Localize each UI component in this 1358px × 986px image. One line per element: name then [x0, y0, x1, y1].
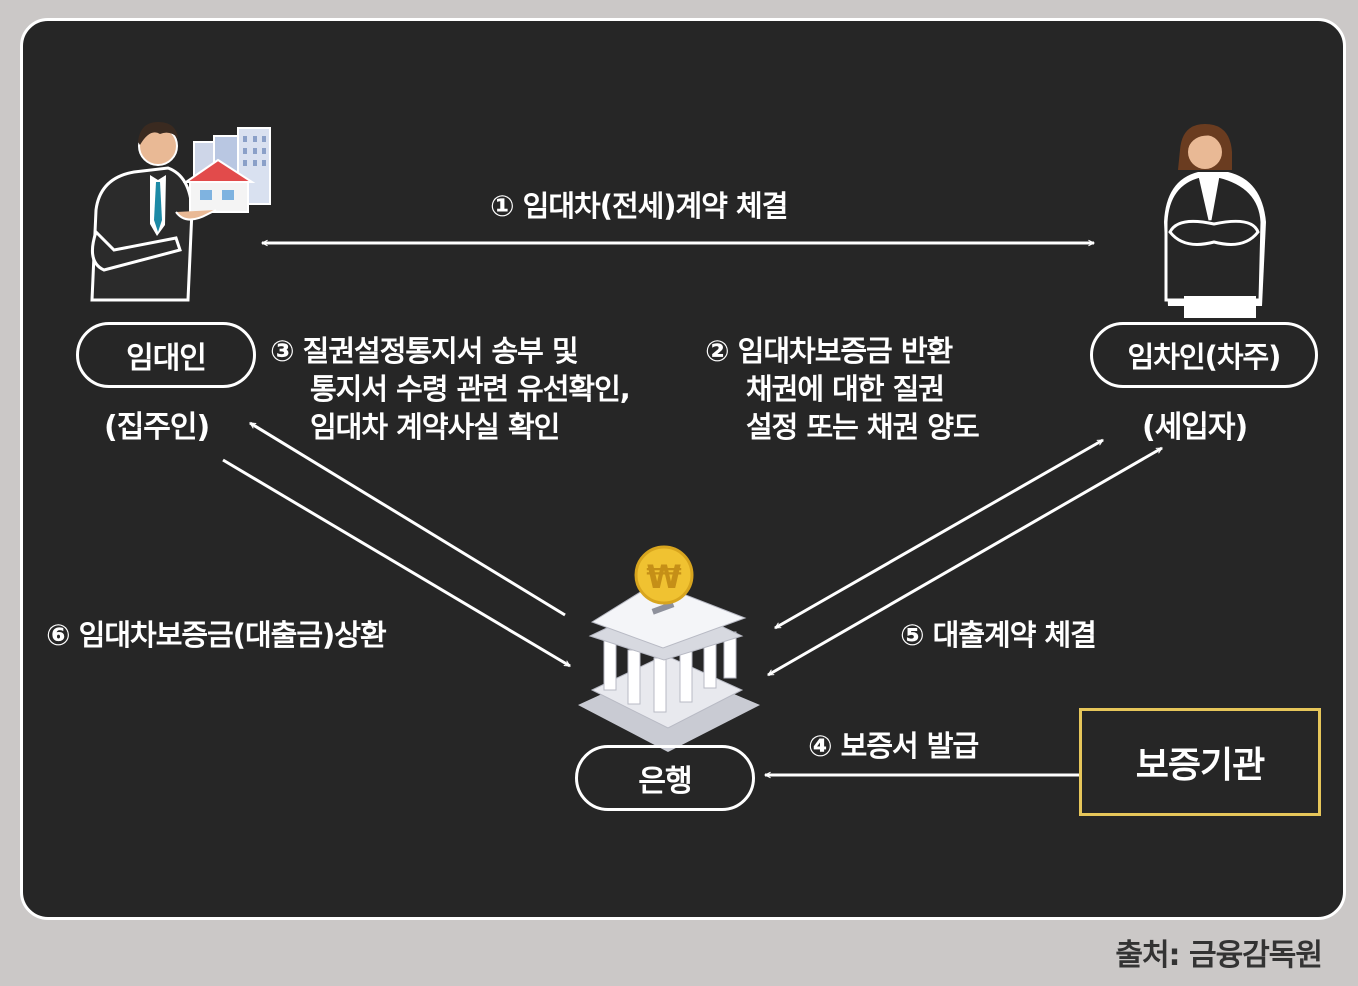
- bank-node: 은행: [575, 745, 755, 811]
- source-credit: 출처: 금융감독원: [1115, 930, 1322, 974]
- guarantor-label: 보증기관: [1136, 736, 1264, 788]
- step-2-line-2: 채권에 대한 질권: [746, 371, 944, 407]
- step-3-line-3: 임대차 계약사실 확인: [310, 409, 559, 445]
- step-5-label: ⑤ 대출계약 체결: [900, 617, 1096, 653]
- landlord-label: 임대인: [126, 333, 206, 377]
- tenant-node: 임차인(차주): [1090, 322, 1318, 388]
- step-1-label: ① 임대차(전세)계약 체결: [490, 188, 787, 224]
- step-2-line-1: ② 임대차보증금 반환: [705, 333, 952, 369]
- step-6-label: ⑥ 임대차보증금(대출금)상환: [46, 617, 386, 653]
- step-3-line-2: 통지서 수령 관련 유선확인,: [310, 371, 630, 407]
- bank-label: 은행: [638, 756, 691, 800]
- step-3-line-1: ③ 질권설정통지서 송부 및: [270, 333, 578, 369]
- landlord-sub-label: (집주인): [104, 402, 209, 446]
- tenant-figure-icon: [1164, 124, 1266, 318]
- landlord-node: 임대인: [76, 322, 256, 388]
- won-symbol: ₩: [646, 558, 681, 596]
- arrow-pledge: [775, 440, 1103, 628]
- guarantor-node: 보증기관: [1079, 708, 1321, 816]
- tenant-label: 임차인(차주): [1128, 334, 1281, 376]
- tenant-sub-label: (세입자): [1142, 402, 1247, 446]
- landlord-figure-icon: [92, 122, 270, 300]
- step-4-label: ④ 보증서 발급: [808, 728, 978, 764]
- step-2-line-3: 설정 또는 채권 양도: [746, 409, 979, 445]
- bank-icon: ₩: [578, 547, 760, 752]
- arrow-notice: [250, 423, 565, 615]
